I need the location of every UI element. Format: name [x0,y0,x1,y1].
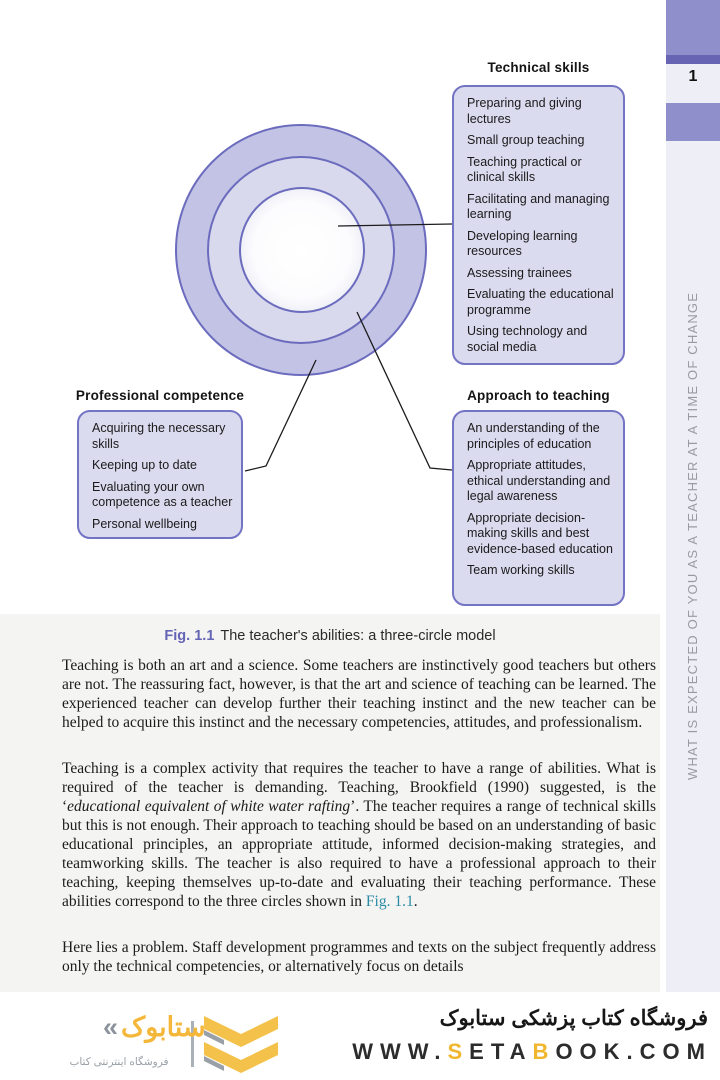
footer-watermark: « ستابوک فروشگاه اینترنتی کتاب فروشگاه ک… [0,992,720,1080]
list-item: Facilitating and managing learning [467,191,610,222]
approach-to-teaching-title: Approach to teaching [467,388,610,403]
chapter-sidebar: 1 WHAT IS EXPECTED OF YOU AS A TEACHER A… [666,0,720,992]
list-item: Acquiring the necessary skills [92,421,226,451]
list-item: Appropriate attitudes, ethical understan… [467,458,611,503]
url-segment: WWW. [352,1039,448,1064]
technical-skills-title: Technical skills [487,60,590,75]
paragraph-2-text: . [413,893,418,910]
connector-technical-skills [337,223,453,227]
list-item: Evaluating your own competence as a teac… [92,479,233,510]
logo-wordmark-text: ستابوک [121,1012,206,1042]
connector-approach-to-teaching [356,311,453,471]
figure-caption-label: Fig. 1.1 [164,628,215,644]
chapter-title-vertical: WHAT IS EXPECTED OF YOU AS A TEACHER AT … [685,291,700,780]
setabook-chevron-emblem-icon[interactable] [200,1012,282,1074]
figure-caption-text: The teacher's abilities: a three-circle … [220,628,496,644]
inner-circle [239,187,365,313]
list-item: Small group teaching [467,133,585,147]
sidebar-chapter-block [666,103,720,141]
logo-divider [191,1021,194,1067]
setabook-logo[interactable]: « ستابوک [103,1014,206,1041]
url-segment: ETA [469,1039,533,1064]
figure-caption: Fig. 1.1 The teacher's abilities: a three… [0,628,660,644]
three-circle-diagram [175,124,453,472]
paragraph-2-text: Teaching is a complex activity that requ… [62,760,656,815]
technical-skills-box: Preparing and giving lectures Small grou… [452,85,625,365]
figure-reference-link[interactable]: Fig. 1.1 [365,893,414,910]
professional-competence-box: Acquiring the necessary skills Keeping u… [77,410,243,539]
paragraph-2-quote: educational equivalent of white water ra… [67,798,351,815]
list-item: Preparing and giving lectures [467,96,582,126]
paragraph-3: Here lies a problem. Staff development p… [62,939,656,975]
page-number: 1 [688,68,698,85]
list-item: Team working skills [467,563,575,577]
paragraph-1: Teaching is both an art and a science. S… [62,657,656,731]
list-item: Appropriate decision-making skills and b… [467,510,613,556]
logo-guillemet-icon: « [103,1012,119,1042]
list-item: Using technology and social media [467,324,588,354]
list-item: Developing learning resources [467,228,578,259]
sidebar-dark-strip [666,55,720,64]
professional-competence-title: Professional competence [75,388,245,403]
list-item: Teaching practical or clinical skills [467,154,582,185]
logo-subtext: فروشگاه اینترنتی کتاب [69,1056,169,1068]
url-segment: B [532,1039,556,1064]
approach-to-teaching-box: An understanding of the principles of ed… [452,410,625,606]
website-url[interactable]: WWW.SETABOOK.COM [352,1039,712,1065]
footer-tagline: فروشگاه کتاب پزشکی ستابوک [439,1007,708,1030]
list-item: Evaluating the educational programme [467,287,614,317]
paragraph-2-text: ’. The teacher requires a range of techn… [62,798,656,910]
sidebar-top-block [666,0,720,55]
scan-background-band [0,614,660,992]
url-segment: OOK.COM [555,1039,712,1064]
list-item: Personal wellbeing [92,516,197,531]
connector-professional-competence [244,359,317,472]
list-item: Assessing trainees [467,265,572,280]
body-text: Teaching is both an art and a science. S… [62,656,656,1003]
paragraph-2: Teaching is a complex activity that requ… [62,759,656,911]
list-item: Keeping up to date [92,458,197,472]
url-segment: S [447,1039,470,1064]
list-item: An understanding of the principles of ed… [467,421,600,451]
